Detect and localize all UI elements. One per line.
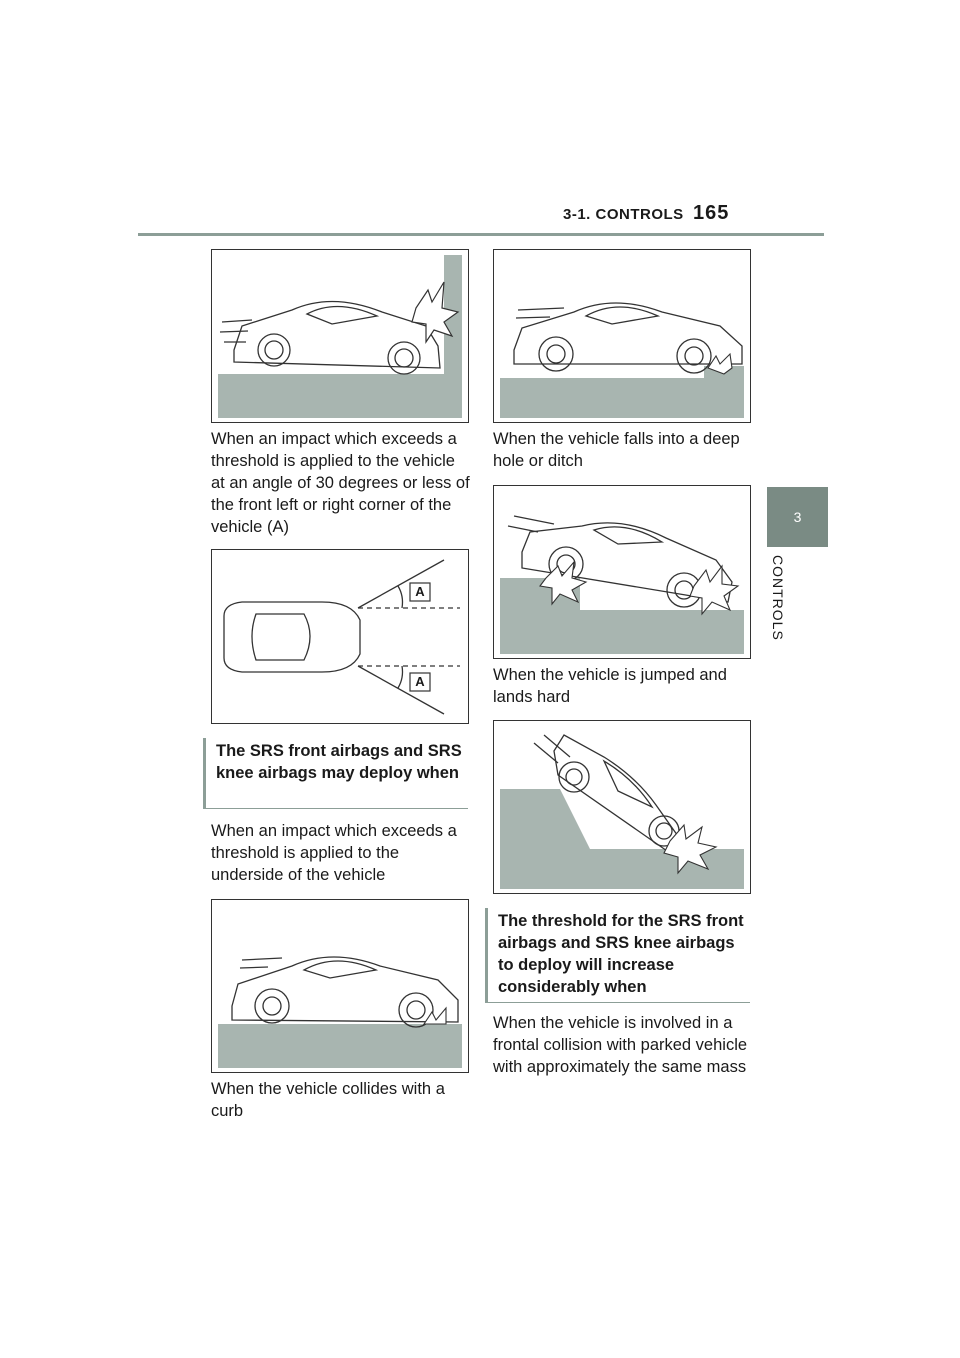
caption-jump-landing: When the vehicle is jumped and lands har… — [493, 666, 727, 706]
top-view-angle-illustration — [223, 559, 460, 715]
header-rule — [138, 233, 824, 236]
figure-jump-landing — [493, 485, 751, 659]
car-jump-illustration — [500, 515, 744, 654]
chapter-tab[interactable]: 3 — [767, 487, 828, 547]
caption-underside-impact: When an impact which exceeds a threshold… — [211, 822, 457, 884]
heading-threshold-increase: The threshold for the SRS front airbags … — [498, 912, 744, 996]
figure-curb-collision — [211, 899, 469, 1073]
car-ditch-illustration — [500, 302, 744, 418]
chapter-label: CONTROLS — [770, 555, 792, 655]
angle-label-bottom: A — [415, 674, 425, 689]
section-title: 3-1. CONTROLS — [563, 206, 684, 223]
heading-underline — [203, 808, 468, 809]
car-curb-illustration — [218, 956, 462, 1068]
page-number: 165 — [693, 202, 730, 224]
angle-label-top: A — [415, 584, 425, 599]
figure-hole-ditch — [493, 249, 751, 423]
heading-accent-bar-2 — [485, 908, 488, 1002]
car-wall-impact-illustration — [218, 255, 462, 418]
heading-accent-bar — [203, 738, 206, 808]
figure-slope-descent — [493, 720, 751, 894]
caption-curb: When the vehicle collides with a curb — [211, 1080, 445, 1120]
heading-may-deploy: The SRS front airbags and SRS knee airba… — [216, 742, 462, 782]
chapter-label-text: CONTROLS — [770, 555, 786, 641]
figure-corner-impact — [211, 249, 469, 423]
caption-hole-ditch: When the vehicle falls into a deep hole … — [493, 430, 740, 470]
caption-parked-vehicle: When the vehicle is involved in a fronta… — [493, 1014, 748, 1076]
figure-angle-diagram: A A — [211, 549, 469, 724]
heading-underline-2 — [485, 1002, 750, 1003]
car-slope-illustration — [500, 734, 744, 889]
caption-corner-impact: When an impact which exceeds a threshold… — [211, 430, 470, 536]
